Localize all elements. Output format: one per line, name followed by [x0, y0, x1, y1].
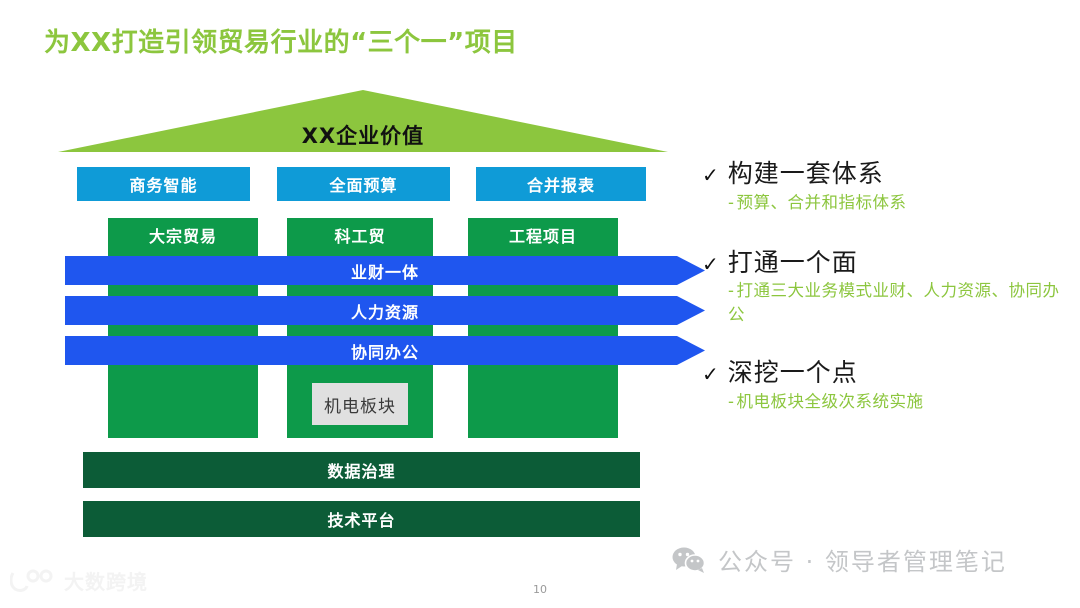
- arrow-bar-3[interactable]: 协同办公: [65, 336, 705, 365]
- business-box-3-label: 工程项目: [508, 227, 577, 246]
- arrow-bar-1-label: 业财一体: [350, 262, 419, 282]
- capability-box-3-label: 合并报表: [526, 176, 595, 195]
- bullet-item-1-head: ✓ 构建一套体系: [702, 159, 1062, 189]
- bullet-item-1-title: 构建一套体系: [727, 159, 884, 188]
- chip-electromechanical[interactable]: 机电板块: [312, 383, 408, 425]
- foundation-bar-2-label: 技术平台: [327, 511, 396, 530]
- arrow-bar-3-label: 协同办公: [350, 342, 419, 362]
- bullet-item-3-dash: -: [728, 392, 735, 412]
- roof-label: XX企业价值: [301, 124, 425, 148]
- business-box-1[interactable]: 大宗贸易: [108, 218, 258, 252]
- bullet-item-3-sub-text: 机电板块全级次系统实施: [736, 392, 924, 412]
- capability-box-2[interactable]: 全面预算: [277, 167, 450, 201]
- capability-box-2-label: 全面预算: [329, 176, 398, 195]
- page-title: 为XX打造引领贸易行业的“三个一”项目: [44, 28, 518, 58]
- bullet-item-2-head: ✓ 打通一个面: [702, 247, 1062, 278]
- bullet-item-2: ✓ 打通一个面 -打通三大业务模式业财、人力资源、协同办公: [702, 247, 1062, 328]
- capability-box-1[interactable]: 商务智能: [77, 167, 250, 201]
- chip-electromechanical-label: 机电板块: [324, 396, 396, 417]
- page-number: 10: [533, 583, 547, 596]
- bullet-item-2-sub: -打通三大业务模式业财、人力资源、协同办公: [728, 279, 1062, 327]
- bullet-item-3-sub: -机电板块全级次系统实施: [728, 390, 1062, 414]
- bullet-item-2-sub-text: 打通三大业务模式业财、人力资源、协同办公: [728, 281, 1060, 325]
- business-box-2-label: 科工贸: [334, 227, 386, 246]
- capability-box-3[interactable]: 合并报表: [476, 167, 646, 201]
- bullet-item-3: ✓ 深挖一个点 -机电板块全级次系统实施: [702, 359, 1062, 414]
- bullet-item-3-title: 深挖一个点: [727, 358, 858, 388]
- check-icon: ✓: [702, 163, 719, 187]
- foundation-bar-1-label: 数据治理: [327, 462, 396, 481]
- capability-box-1-label: 商务智能: [129, 176, 198, 195]
- bullet-item-1-dash: -: [728, 192, 735, 212]
- bullet-item-1: ✓ 构建一套体系 -预算、合并和指标体系: [702, 159, 1062, 215]
- wechat-watermark-text: 公众号 · 领导者管理笔记: [718, 548, 1007, 576]
- wechat-icon: [672, 547, 706, 573]
- roof-triangle-icon: [58, 90, 668, 152]
- bullet-item-2-title: 打通一个面: [727, 247, 858, 277]
- business-box-3[interactable]: 工程项目: [468, 218, 618, 252]
- arrow-bar-2-label: 人力资源: [350, 302, 419, 322]
- foundation-bar-1[interactable]: 数据治理: [83, 452, 640, 488]
- pillar-column-3: [468, 218, 618, 438]
- business-box-1-label: 大宗贸易: [148, 227, 217, 246]
- check-icon: ✓: [702, 251, 719, 276]
- pillar-column-1: [108, 218, 258, 438]
- arrow-bar-2[interactable]: 人力资源: [65, 296, 705, 325]
- arrow-bar-1[interactable]: 业财一体: [65, 256, 705, 285]
- bullet-panel: ✓ 构建一套体系 -预算、合并和指标体系 ✓ 打通一个面 -打通三大业务模式业财…: [702, 159, 1062, 436]
- brand-mark-icon: [10, 569, 53, 592]
- check-icon: ✓: [702, 362, 719, 387]
- brand-watermark: 大数跨境: [10, 566, 148, 595]
- bullet-item-3-head: ✓ 深挖一个点: [702, 359, 1062, 388]
- bullet-item-2-dash: -: [728, 281, 735, 301]
- wechat-watermark: 公众号 · 领导者管理笔记: [672, 542, 1007, 577]
- bullet-item-1-sub-text: 预算、合并和指标体系: [736, 192, 907, 212]
- foundation-bar-2[interactable]: 技术平台: [83, 501, 640, 537]
- bullet-item-1-sub: -预算、合并和指标体系: [728, 191, 1062, 215]
- business-box-2[interactable]: 科工贸: [287, 218, 433, 252]
- brand-watermark-text: 大数跨境: [64, 570, 148, 594]
